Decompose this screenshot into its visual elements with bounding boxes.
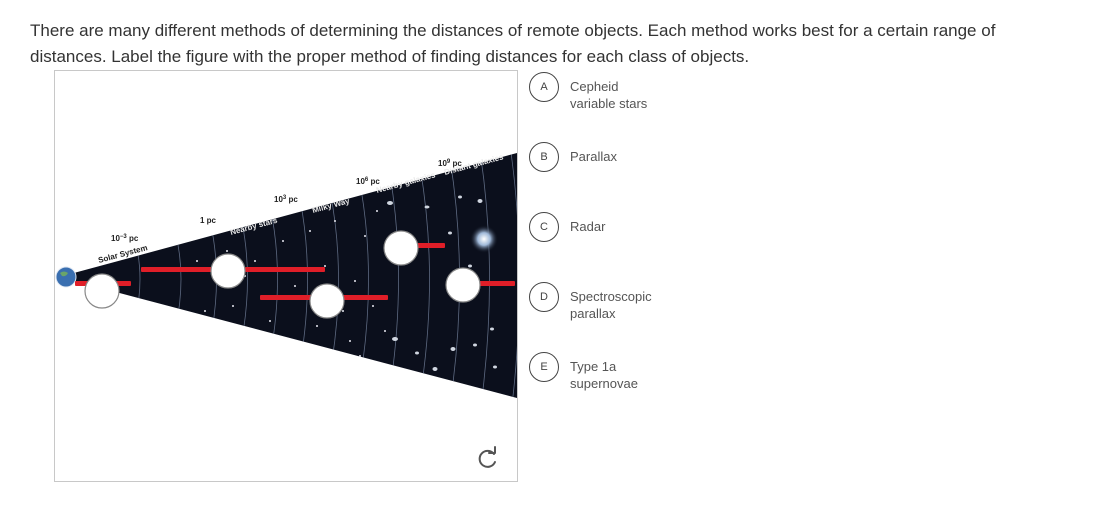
tick-label-2: 1 pc: [200, 216, 217, 225]
tick-label-1: 10−3 pc: [111, 234, 139, 243]
option-c-letter: C: [529, 212, 559, 242]
question-text: There are many different methods of dete…: [30, 21, 996, 66]
cone-background: [59, 153, 517, 398]
range-bar-5: [475, 281, 515, 286]
drop-target-2[interactable]: [210, 253, 246, 289]
option-a[interactable]: A Cepheid variable stars: [529, 72, 829, 112]
option-b[interactable]: B Parallax: [529, 142, 829, 182]
option-c[interactable]: C Radar: [529, 212, 829, 252]
option-d-label: Spectroscopic parallax: [570, 289, 652, 321]
range-bar-2: [245, 267, 325, 272]
refresh-icon: [478, 446, 496, 468]
drop-target-4[interactable]: [383, 230, 419, 266]
bright-galaxy: [470, 225, 498, 253]
option-b-label: Parallax: [570, 149, 617, 164]
tick-label-5: 109 pc: [438, 159, 462, 168]
tick-label-3: 103 pc: [274, 195, 298, 204]
option-b-letter: B: [529, 142, 559, 172]
option-e-letter: E: [529, 352, 559, 382]
option-a-letter: A: [529, 72, 559, 102]
drop-target-5[interactable]: [445, 267, 481, 303]
option-d[interactable]: D Spectroscopic parallax: [529, 282, 829, 322]
distance-ladder-diagram: 10−3 pc 1 pc 103 pc 106 pc 109 pc Solar …: [55, 152, 517, 398]
distance-figure: 10−3 pc 1 pc 103 pc 106 pc 109 pc Solar …: [54, 70, 518, 482]
cone-arcs: [134, 153, 517, 398]
option-a-label: Cepheid variable stars: [570, 79, 648, 111]
option-e-label: Type 1a supernovae: [570, 359, 638, 391]
drop-targets: [84, 230, 481, 319]
galaxies: [387, 195, 497, 371]
earth-icon: [55, 266, 77, 288]
range-bar-1: [141, 267, 221, 272]
tick-label-4: 106 pc: [356, 177, 380, 186]
range-bar-4: [415, 243, 445, 248]
drop-target-1[interactable]: [84, 273, 120, 309]
option-c-label: Radar: [570, 219, 606, 234]
reset-button[interactable]: [473, 445, 501, 473]
option-e[interactable]: E Type 1a supernovae: [529, 352, 829, 392]
drop-target-3[interactable]: [309, 283, 345, 319]
option-d-letter: D: [529, 282, 559, 312]
